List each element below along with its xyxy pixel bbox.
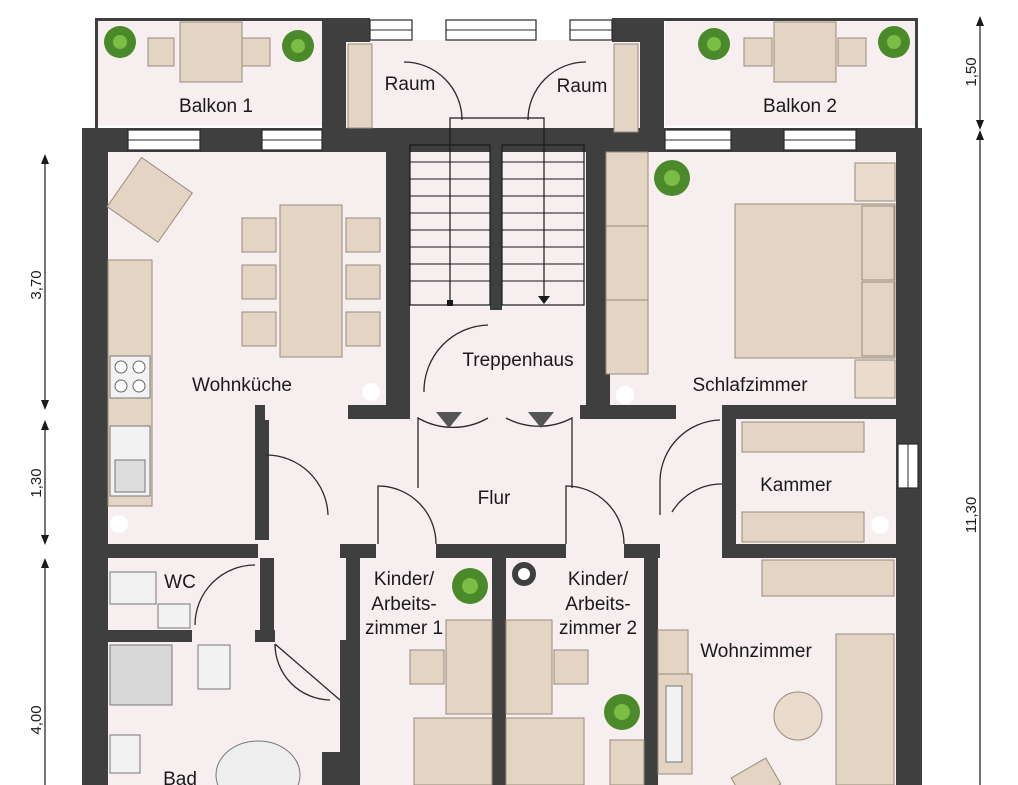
plant-icon [282,30,314,62]
plant-icon [698,28,730,60]
label-kinder-1-line1: Kinder/ [374,569,435,590]
windows [127,19,919,489]
label-bad: Bad [163,769,197,785]
dim-left-bottom: 4,00 [28,705,45,734]
plant-icon [104,26,136,58]
label-kammer: Kammer [760,475,832,496]
label-wohnkueche: Wohnküche [192,375,292,396]
label-kinder-2-line2: Arbeits- [565,594,630,615]
plants [104,26,910,730]
label-balkon-1: Balkon 1 [179,96,253,117]
plant-icon [452,568,488,604]
walls [82,18,922,785]
dimension-labels: 3,70 1,30 4,00 1,50 11,30 [28,57,980,734]
label-raum-right: Raum [557,76,608,97]
plant-icon [878,26,910,58]
columns [110,383,889,586]
room-labels: Balkon 1 Balkon 2 Raum Raum Wohnküche Tr… [163,74,837,785]
label-balkon-2: Balkon 2 [763,96,837,117]
dim-right-top: 1,50 [963,57,980,86]
dim-left-top: 3,70 [28,270,45,299]
staircase [409,117,585,428]
label-flur: Flur [478,488,511,509]
plant-icon [604,694,640,730]
label-kinder-2-line3: zimmer 2 [559,618,637,639]
label-kinder-2-line1: Kinder/ [568,569,629,590]
label-kinder-1-line3: zimmer 1 [365,618,443,639]
dim-left-mid: 1,30 [28,468,45,497]
label-schlafzimmer: Schlafzimmer [692,375,808,396]
label-wohnzimmer: Wohnzimmer [700,641,812,662]
dim-right-total: 11,30 [963,497,980,533]
plant-icon [654,160,690,196]
furniture [106,21,896,785]
label-kinder-1-line2: Arbeits- [371,594,436,615]
label-treppenhaus: Treppenhaus [462,350,573,371]
doors [194,61,723,701]
dimension-lines [41,16,984,785]
label-wc: WC [164,572,196,593]
label-raum-left: Raum [385,74,436,95]
